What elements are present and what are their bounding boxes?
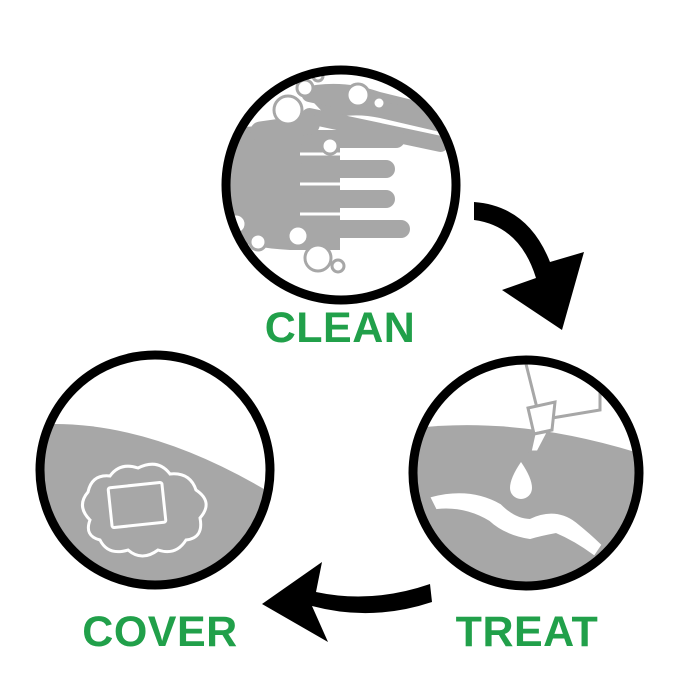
bandage-icon: [40, 424, 270, 585]
arrow-clean-to-treat: [474, 202, 584, 330]
curved-arrow-icon: [262, 562, 432, 642]
ointment-tube-icon: [413, 360, 639, 586]
treat-step-circle: [408, 355, 644, 591]
clean-label: CLEAN: [264, 304, 416, 352]
cover-label: COVER: [82, 608, 238, 656]
treat-label: TREAT: [455, 608, 599, 656]
curved-arrow-icon: [474, 202, 584, 330]
cover-step-circle: [35, 350, 275, 590]
clean-step-circle: [221, 65, 461, 305]
arrow-treat-to-cover: [262, 562, 432, 642]
